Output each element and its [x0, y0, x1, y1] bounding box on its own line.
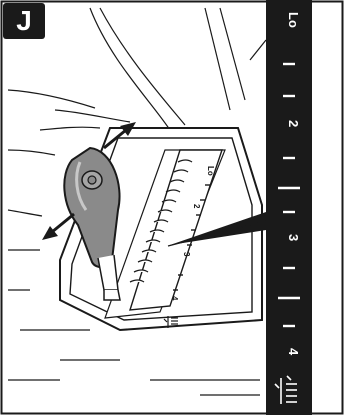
slot-label-4: 4	[170, 296, 179, 301]
scale-label-2: 2	[286, 120, 301, 127]
slot-label-lo: Lo	[206, 166, 215, 176]
scale-label-3: 3	[286, 234, 301, 241]
figure-label-badge: J	[3, 3, 45, 39]
slot-label-2: 2	[192, 204, 201, 209]
scale-label-lo: Lo	[286, 12, 301, 28]
slot-label-3: 3	[182, 252, 191, 257]
scale-label-4: 4	[286, 348, 301, 356]
